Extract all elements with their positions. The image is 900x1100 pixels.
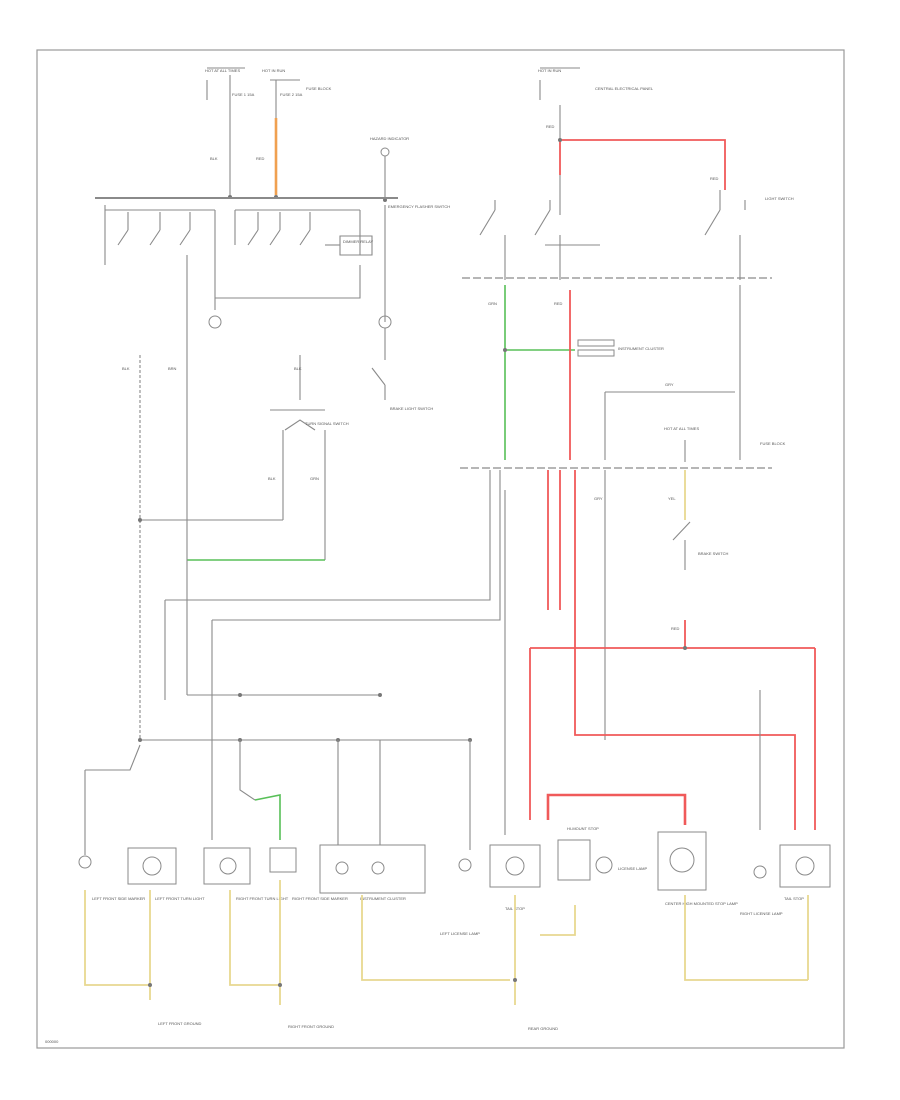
- light-switch: LIGHT SWITCH: [462, 190, 794, 280]
- left-trunk-wires: BLK BRN: [122, 255, 501, 742]
- lf-turn-light: LEFT FRONT TURN LIGHT LEFT FRONT GROUND: [127, 847, 205, 1026]
- fuse-b-label: FUSE 2 15A: [280, 92, 303, 97]
- right-tail-lamp-label: TAIL STOP: [784, 896, 804, 901]
- wire-label-red-4: RED: [554, 301, 563, 306]
- right-license-lamp: RIGHT LICENSE LAMP: [740, 865, 783, 916]
- hot-in-run-right-label: HOT IN RUN: [538, 68, 561, 73]
- wire-label-red-1: RED: [256, 156, 265, 161]
- rf-turn-light-label: RIGHT FRONT TURN LIGHT: [236, 896, 289, 901]
- emergency-flasher-switch: EMERGENCY FLASHER SWITCH DIMMER RELAY: [95, 197, 450, 360]
- wire-label-grn-1: GRN: [310, 476, 319, 481]
- brake-light-switch-label: BRAKE LIGHT SWITCH: [390, 406, 433, 411]
- wire-label-red-3: RED: [710, 176, 719, 181]
- hi-mount-stop: HI-MOUNT STOP LICENSE LAMP: [540, 793, 687, 936]
- wire-label-blk-ts: BLK: [294, 366, 302, 371]
- emergency-flasher-switch-label: EMERGENCY FLASHER SWITCH: [388, 204, 450, 209]
- lf-turn-light-label: LEFT FRONT TURN LIGHT: [155, 896, 205, 901]
- ground-right-front-label: RIGHT FRONT GROUND: [288, 1024, 334, 1029]
- fuse-a-label: FUSE 1 15A: [232, 92, 255, 97]
- wire-label-blk-3: BLK: [122, 366, 130, 371]
- wire-label-red-5: RED: [671, 626, 680, 631]
- hazard-indicator-label: HAZARD INDICATOR: [370, 136, 409, 141]
- central-elec-panel-label: CENTRAL ELECTRICAL PANEL: [595, 86, 654, 91]
- rf-side-marker: RIGHT FRONT SIDE MARKER RIGHT FRONT GROU…: [269, 847, 348, 1029]
- wire-label-red-2: RED: [546, 124, 555, 129]
- wire-label-gry-2: GRY: [594, 496, 603, 501]
- wire-label-yel-1: YEL: [668, 496, 676, 501]
- rf-turn-light: RIGHT FRONT TURN LIGHT: [203, 740, 289, 986]
- footer-code: 000000: [45, 1039, 59, 1044]
- right-fuse-outputs: BRAKE SWITCH GRY YEL RED: [489, 470, 816, 830]
- hazard-indicator: HAZARD INDICATOR: [370, 136, 409, 202]
- instrument-cluster: INSTRUMENT CLUSTER: [319, 740, 510, 981]
- instrument-cluster-label: INSTRUMENT CLUSTER: [360, 896, 406, 901]
- fuse-block-top-left-label: FUSE BLOCK: [306, 86, 332, 91]
- right-license-lamp-label: RIGHT LICENSE LAMP: [740, 911, 783, 916]
- turn-signal-switch-label: TURN SIGNAL SWITCH: [305, 421, 349, 426]
- wire-label-blk-2: BLK: [268, 476, 276, 481]
- license-plate-label: LICENSE LAMP: [618, 866, 647, 871]
- top-right-feed: HOT IN RUN CENTRAL ELECTRICAL PANEL RED …: [538, 67, 726, 215]
- hot-at-all-times-left-label: HOT AT ALL TIMES: [205, 68, 240, 73]
- third-brake-label: CENTER HIGH MOUNTED STOP LAMP: [665, 901, 738, 906]
- wire-label-blk-1: BLK: [210, 156, 218, 161]
- right-tail-stop-lamp: TAIL STOP: [779, 844, 831, 980]
- brake-switch-label: BRAKE SWITCH: [698, 551, 729, 556]
- wire-label-grn-2: GRN: [488, 301, 497, 306]
- wire-label-gry-1: GRY: [665, 382, 674, 387]
- third-brake-lamp: CENTER HIGH MOUNTED STOP LAMP: [657, 831, 808, 981]
- light-switch-label: LIGHT SWITCH: [765, 196, 794, 201]
- dimmer-relay-label: DIMMER RELAY: [343, 239, 373, 244]
- ground-left-front-label: LEFT FRONT GROUND: [158, 1021, 202, 1026]
- hi-mount-stop-label: HI-MOUNT STOP: [567, 826, 599, 831]
- top-left-fuse-feed: HOT AT ALL TIMES HOT IN RUN FUSE 1 15A F…: [205, 67, 332, 199]
- lf-side-marker: LEFT FRONT SIDE MARKER: [78, 744, 150, 986]
- diagram-frame: [36, 49, 845, 1049]
- wire-label-brn-1: BRN: [168, 366, 177, 371]
- turn-signal-switch: BLK TURN SIGNAL SWITCH BLK GRN: [140, 355, 349, 561]
- left-license-lamp: LEFT LICENSE LAMP: [440, 740, 480, 936]
- ground-rear-label: REAR GROUND: [528, 1026, 558, 1031]
- brake-light-switch: BRAKE LIGHT SWITCH: [371, 367, 433, 411]
- left-license-lamp-label: LEFT LICENSE LAMP: [440, 931, 480, 936]
- right-mid-wires: INSTRUMENT CLUSTER GRN RED GRY HOT AT AL…: [460, 285, 786, 469]
- hot-in-run-left-label: HOT IN RUN: [262, 68, 285, 73]
- left-tail-stop-lamp: TAIL STOP REAR GROUND: [489, 490, 558, 1031]
- instrument-lights-label: INSTRUMENT CLUSTER: [618, 346, 664, 351]
- rf-side-marker-label: RIGHT FRONT SIDE MARKER: [292, 896, 348, 901]
- fuse-block-right-label: FUSE BLOCK: [760, 441, 786, 446]
- lf-side-marker-label: LEFT FRONT SIDE MARKER: [92, 896, 145, 901]
- hot-at-all-times-right-label: HOT AT ALL TIMES: [664, 426, 699, 431]
